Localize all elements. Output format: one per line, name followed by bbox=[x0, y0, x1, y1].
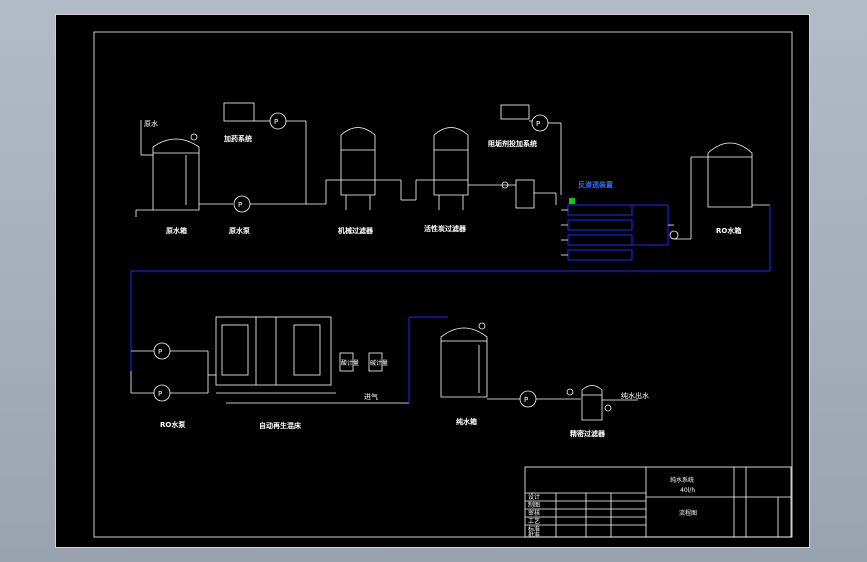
antiscalant-label: 阻垢剂投加系统 bbox=[488, 139, 537, 148]
pure-tank-label: 纯水箱 bbox=[456, 417, 477, 426]
raw-water-tank[interactable] bbox=[152, 133, 200, 211]
title-row-1: 制图 bbox=[528, 501, 540, 509]
mixed-bed-label: 自动再生混床 bbox=[259, 421, 302, 430]
drawing-name: 流程图 bbox=[679, 509, 697, 517]
title-row-4: 标准 bbox=[528, 525, 540, 533]
ro-pump-2-symbol: P bbox=[158, 390, 162, 398]
security-filter[interactable] bbox=[515, 179, 535, 209]
ro-water-tank[interactable] bbox=[707, 142, 753, 208]
alkali-label: 碱计量 bbox=[370, 359, 388, 367]
precision-filter[interactable] bbox=[581, 385, 603, 421]
dosing-pump-symbol: P bbox=[274, 118, 278, 126]
drawing-border bbox=[93, 31, 793, 538]
title-row-0: 设计 bbox=[528, 493, 540, 501]
title-row-5: 批准 bbox=[528, 531, 540, 539]
mech-filter-label: 机械过滤器 bbox=[338, 226, 374, 235]
carbon-filter-label: 活性炭过滤器 bbox=[424, 224, 467, 233]
alkali-meter[interactable] bbox=[368, 352, 383, 372]
antiscalant-tank[interactable] bbox=[500, 104, 530, 120]
title-block bbox=[524, 466, 792, 538]
pure-water-outlet-label: 纯水出水 bbox=[621, 391, 649, 400]
raw-pump-symbol: P bbox=[238, 201, 242, 209]
title-row-2: 审核 bbox=[528, 509, 540, 517]
ro-pump-label: RO水泵 bbox=[160, 420, 185, 429]
ro-tank-label: RO水箱 bbox=[716, 226, 741, 235]
drawing-sheet[interactable]: 原水 原水箱 P 原水泵 P 加药系统 bbox=[55, 14, 810, 548]
system-capacity: 40l/h bbox=[680, 487, 695, 494]
title-row-3: 工艺 bbox=[528, 517, 540, 525]
mechanical-filter[interactable] bbox=[340, 127, 376, 211]
pure-pump-symbol: P bbox=[524, 396, 528, 404]
system-name: 纯水系统 bbox=[670, 476, 694, 484]
ro-pump-1-symbol: P bbox=[158, 348, 162, 356]
dosing-tank[interactable] bbox=[223, 102, 255, 122]
precision-filter-label: 精密过滤器 bbox=[570, 429, 606, 438]
raw-pump-label: 原水泵 bbox=[229, 226, 250, 235]
antiscalant-pump-symbol: P bbox=[536, 120, 540, 128]
acid-meter[interactable] bbox=[339, 352, 354, 372]
activated-carbon-filter[interactable] bbox=[433, 127, 469, 211]
mixed-bed-unit[interactable] bbox=[215, 316, 336, 394]
reverse-osmosis-unit[interactable] bbox=[561, 198, 669, 261]
raw-water-inlet-label: 原水 bbox=[144, 119, 158, 128]
dosing-device-label: 加药系统 bbox=[223, 134, 252, 143]
ro-unit-label: 反渗透装置 bbox=[578, 180, 613, 189]
process-flow-diagram: 原水 原水箱 P 原水泵 P 加药系统 bbox=[93, 31, 793, 539]
raw-tank-label: 原水箱 bbox=[166, 226, 187, 235]
acid-label: 酸计量 bbox=[341, 359, 359, 367]
pure-water-tank[interactable] bbox=[440, 322, 488, 398]
air-inlet-label: 进气 bbox=[364, 392, 378, 401]
